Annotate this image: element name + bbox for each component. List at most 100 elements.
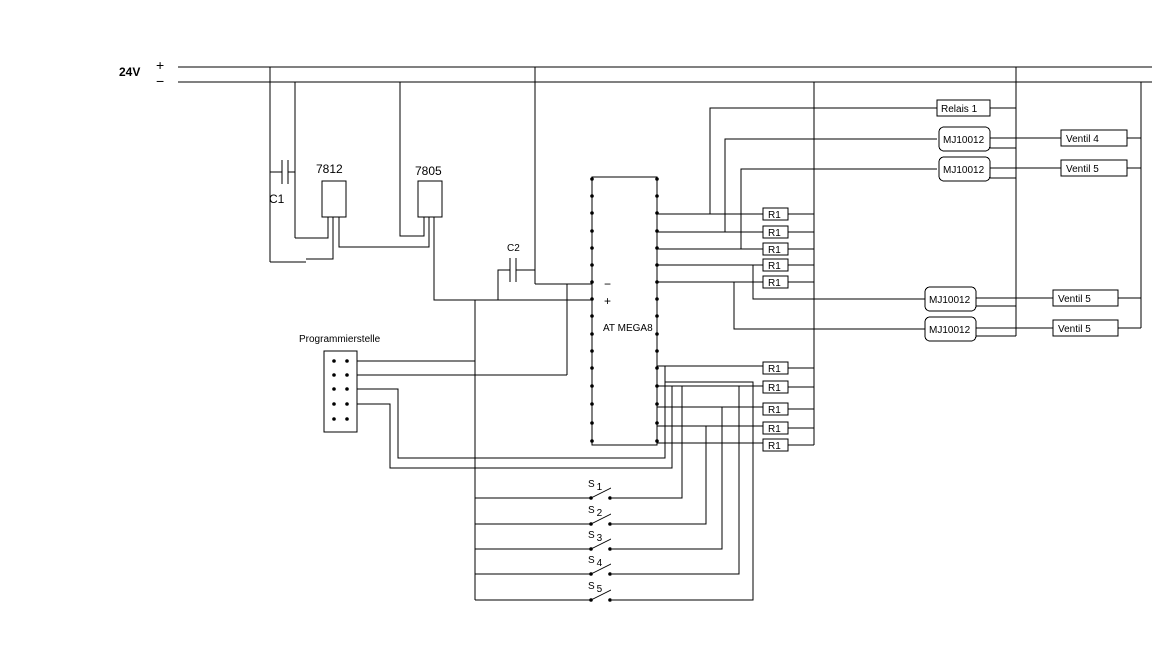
mcu-pin-left-1 [590, 177, 594, 181]
header-pin-left-5 [332, 417, 336, 421]
mcu-plus-label: + [604, 294, 611, 308]
mcu-pin-right-16 [655, 439, 659, 443]
mcu-pin-left-11 [590, 349, 594, 353]
mcu-pin-left-14 [590, 402, 594, 406]
resistor-bottom-2 [762, 380, 789, 394]
mcu-pin-right-1 [655, 177, 659, 181]
programming-header-body [323, 350, 358, 433]
resistor-top-1-label: R1 [768, 210, 781, 221]
transistor-3-label: MJ10012 [929, 295, 971, 306]
valve-2-label: Ventil 5 [1066, 164, 1099, 175]
header-pin-right-3 [345, 387, 349, 391]
supply-rails: 24V + − [119, 57, 1152, 89]
mcu-label: AT MEGA8 [603, 323, 653, 334]
mcu-pin-left-6 [590, 263, 594, 267]
resistor-bottom-4 [762, 421, 789, 435]
transistor-4-label: MJ10012 [929, 325, 971, 336]
atmega8-chip [591, 176, 658, 446]
mcu-pin-left-5 [590, 246, 594, 250]
mcu-pin-left-3 [590, 211, 594, 215]
header-pin-right-5 [345, 417, 349, 421]
resistor-top-2 [762, 225, 789, 239]
resistor-bottom-1 [762, 361, 789, 375]
mcu-pin-right-11 [655, 349, 659, 353]
power-section: C1 7812 7805 C2 [269, 67, 596, 301]
mcu-minus-label: − [604, 277, 611, 291]
header-pin-left-1 [332, 359, 336, 363]
mcu-pin-right-2 [655, 194, 659, 198]
header-pin-left-2 [332, 373, 336, 377]
transistor-1-label: MJ10012 [943, 135, 985, 146]
valve-4-label: Ventil 5 [1058, 324, 1091, 335]
resistor-bottom-3 [762, 402, 789, 416]
mcu-pin-right-9 [655, 314, 659, 318]
mcu-pin-left-7 [590, 280, 594, 284]
resistor-top-4-label: R1 [768, 261, 781, 272]
mcu-pin-left-8 [590, 297, 594, 301]
resistor-top-5 [762, 275, 789, 289]
regulator-7805 [417, 180, 443, 218]
resistor-top-2-label: R1 [768, 228, 781, 239]
mcu-pin-right-14 [655, 402, 659, 406]
mcu-pin-left-12 [590, 366, 594, 370]
resistor-bottom-4-label: R1 [768, 424, 781, 435]
mcu-pin-right-10 [655, 332, 659, 336]
regulator-7812-label: 7812 [316, 162, 343, 176]
mcu-pin-left-4 [590, 229, 594, 233]
supply-minus-symbol: − [156, 73, 164, 89]
header-pins [332, 359, 349, 421]
header-pin-left-4 [332, 402, 336, 406]
mcu-pin-right-12 [655, 366, 659, 370]
supply-plus-symbol: + [156, 57, 164, 73]
header-pin-right-4 [345, 402, 349, 406]
output-section: R1 R1 R1 R1 R1 Relais 1 MJ10012 MJ10012 … [657, 67, 1142, 445]
header-pin-right-2 [345, 373, 349, 377]
valve-1-label: Ventil 4 [1066, 134, 1099, 145]
transistor-2 [938, 156, 991, 182]
microcontroller: − + AT MEGA8 [590, 176, 659, 446]
resistor-bottom-5-label: R1 [768, 441, 781, 452]
transistor-1 [938, 126, 991, 152]
resistor-top-3 [762, 242, 789, 256]
mcu-pin-left-9 [590, 314, 594, 318]
resistor-top-3-label: R1 [768, 245, 781, 256]
c2-label: C2 [507, 243, 520, 254]
resistor-bottom-1-label: R1 [768, 364, 781, 375]
mcu-pin-right-8 [655, 297, 659, 301]
relay-1-label: Relais 1 [941, 104, 978, 115]
mcu-pin-left-2 [590, 194, 594, 198]
regulator-7805-label: 7805 [415, 164, 442, 178]
mcu-pin-left-13 [590, 384, 594, 388]
valve-3-label: Ventil 5 [1058, 294, 1091, 305]
resistor-top-5-label: R1 [768, 278, 781, 289]
supply-voltage-label: 24V [119, 65, 140, 79]
regulator-7812 [321, 180, 347, 218]
programming-header: Programmierstelle [299, 284, 673, 600]
programming-header-label: Programmierstelle [299, 334, 381, 345]
mcu-pin-left-10 [590, 332, 594, 336]
transistor-2-label: MJ10012 [943, 165, 985, 176]
resistor-top-1 [762, 207, 789, 221]
resistor-bottom-3-label: R1 [768, 405, 781, 416]
c1-label: C1 [269, 192, 285, 206]
header-pin-left-3 [332, 387, 336, 391]
mcu-pin-right-15 [655, 421, 659, 425]
atmega8-pins [590, 177, 659, 443]
resistor-bottom-2-label: R1 [768, 383, 781, 394]
resistor-bottom-5 [762, 438, 789, 452]
header-pin-right-1 [345, 359, 349, 363]
resistor-top-4 [762, 258, 789, 272]
transistor-4 [924, 316, 977, 342]
mcu-pin-left-15 [590, 421, 594, 425]
